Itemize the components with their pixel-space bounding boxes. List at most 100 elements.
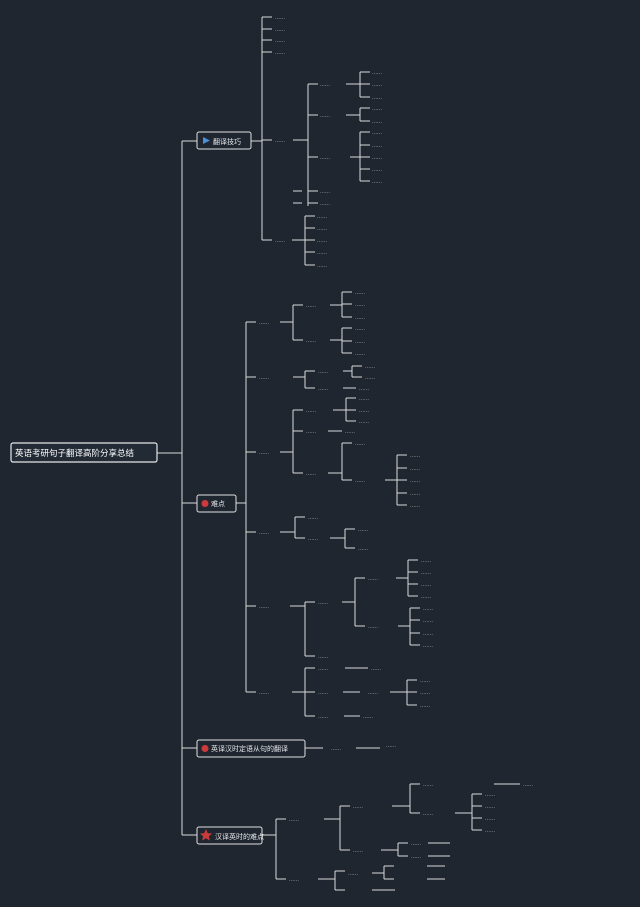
node-text: …… — [289, 817, 299, 823]
node-text: …… — [423, 631, 433, 637]
node-text: …… — [353, 804, 363, 810]
node-text: …… — [368, 624, 378, 630]
node-text: …… — [410, 503, 420, 509]
node-text: …… — [368, 576, 378, 582]
node-text: …… — [371, 666, 381, 672]
node-text: …… — [320, 155, 330, 161]
node-text: …… — [423, 606, 433, 612]
node-text: …… — [275, 27, 285, 33]
node-text: …… — [355, 441, 365, 447]
node-text: …… — [423, 782, 433, 788]
node-text: …… — [355, 326, 365, 332]
node-text: …… — [359, 408, 369, 414]
branch-c2e-difficulties-label: 汉译英时的难点 — [215, 832, 264, 841]
node-text: …… — [358, 527, 368, 533]
node-text: …… — [372, 167, 382, 173]
node-text: …… — [306, 408, 316, 414]
node-text: …… — [410, 466, 420, 472]
node-text: …… — [368, 690, 378, 696]
node-text: …… — [355, 315, 365, 321]
node-text: …… — [372, 130, 382, 136]
warning-icon — [201, 745, 209, 752]
node-text: …… — [259, 375, 269, 381]
node-text: …… — [359, 396, 369, 402]
flag-icon — [203, 137, 210, 144]
node-text: …… — [411, 841, 421, 847]
node-text: …… — [372, 155, 382, 161]
node-text: …… — [259, 320, 269, 326]
node-text: …… — [275, 238, 285, 244]
node-text: …… — [420, 678, 430, 684]
node-text: …… — [320, 201, 330, 207]
node-text: …… — [386, 743, 396, 749]
node-text: …… — [372, 70, 382, 76]
node-text: …… — [275, 138, 285, 144]
branch-techniques[interactable]: 翻译技巧 — [196, 131, 252, 150]
root-node[interactable]: 英语考研句子翻译高阶分享总结 — [10, 442, 158, 463]
node-text: …… — [318, 654, 328, 660]
node-text: …… — [372, 95, 382, 101]
node-text: …… — [318, 666, 328, 672]
warning-icon — [201, 500, 209, 507]
branch-attributive-clause[interactable]: 英译汉时定语从句的翻译 — [196, 739, 306, 758]
node-text: …… — [485, 792, 495, 798]
node-text: …… — [353, 848, 363, 854]
node-text: …… — [410, 478, 420, 484]
node-text: …… — [289, 877, 299, 883]
node-text: …… — [365, 375, 375, 381]
node-text: …… — [355, 339, 365, 345]
node-text: …… — [485, 804, 495, 810]
node-text: …… — [306, 338, 316, 344]
node-text: …… — [363, 714, 373, 720]
node-text: …… — [318, 386, 328, 392]
node-text: …… — [320, 82, 330, 88]
node-text: …… — [421, 570, 431, 576]
node-text: …… — [365, 364, 375, 370]
node-text: …… — [485, 828, 495, 834]
branch-difficulties-label: 难点 — [211, 499, 225, 508]
node-text: …… — [423, 618, 433, 624]
root-label: 英语考研句子翻译高阶分享总结 — [15, 448, 134, 459]
node-text: …… — [421, 594, 431, 600]
node-text: …… — [485, 816, 495, 822]
node-text: …… — [410, 491, 420, 497]
node-text: …… — [275, 50, 285, 56]
node-text: …… — [259, 530, 269, 536]
node-text: …… — [320, 189, 330, 195]
node-text: …… — [306, 303, 316, 309]
node-text: …… — [359, 386, 369, 392]
node-text: …… — [411, 854, 421, 860]
node-text: …… — [259, 604, 269, 610]
node-text: …… — [317, 214, 327, 220]
connectors — [157, 16, 520, 891]
node-text: …… — [318, 369, 328, 375]
branch-difficulties[interactable]: 难点 — [196, 494, 237, 513]
node-text: …… — [421, 558, 431, 564]
node-text: …… — [308, 536, 318, 542]
node-text: …… — [306, 429, 316, 435]
node-text: …… — [318, 714, 328, 720]
node-text: …… — [355, 302, 365, 308]
node-text: …… — [317, 226, 327, 232]
node-text: …… — [423, 811, 433, 817]
node-text: …… — [317, 250, 327, 256]
node-text: …… — [306, 471, 316, 477]
node-text: …… — [331, 746, 341, 752]
branch-attributive-clause-label: 英译汉时定语从句的翻译 — [211, 744, 288, 753]
node-text: …… — [318, 690, 328, 696]
node-texts: …… …… …… …… …… …… …… …… …… …… …… …… …… …… — [259, 15, 533, 883]
node-text: …… — [420, 690, 430, 696]
node-text: …… — [372, 82, 382, 88]
node-text: …… — [410, 453, 420, 459]
node-text: …… — [259, 450, 269, 456]
node-text: …… — [275, 38, 285, 44]
node-text: …… — [275, 15, 285, 21]
node-text: …… — [372, 143, 382, 149]
star-icon — [199, 829, 213, 841]
node-text: …… — [345, 429, 355, 435]
branch-techniques-label: 翻译技巧 — [213, 137, 241, 146]
node-text: …… — [320, 113, 330, 119]
branch-c2e-difficulties[interactable]: 汉译英时的难点 — [196, 826, 264, 845]
node-text: …… — [259, 690, 269, 696]
